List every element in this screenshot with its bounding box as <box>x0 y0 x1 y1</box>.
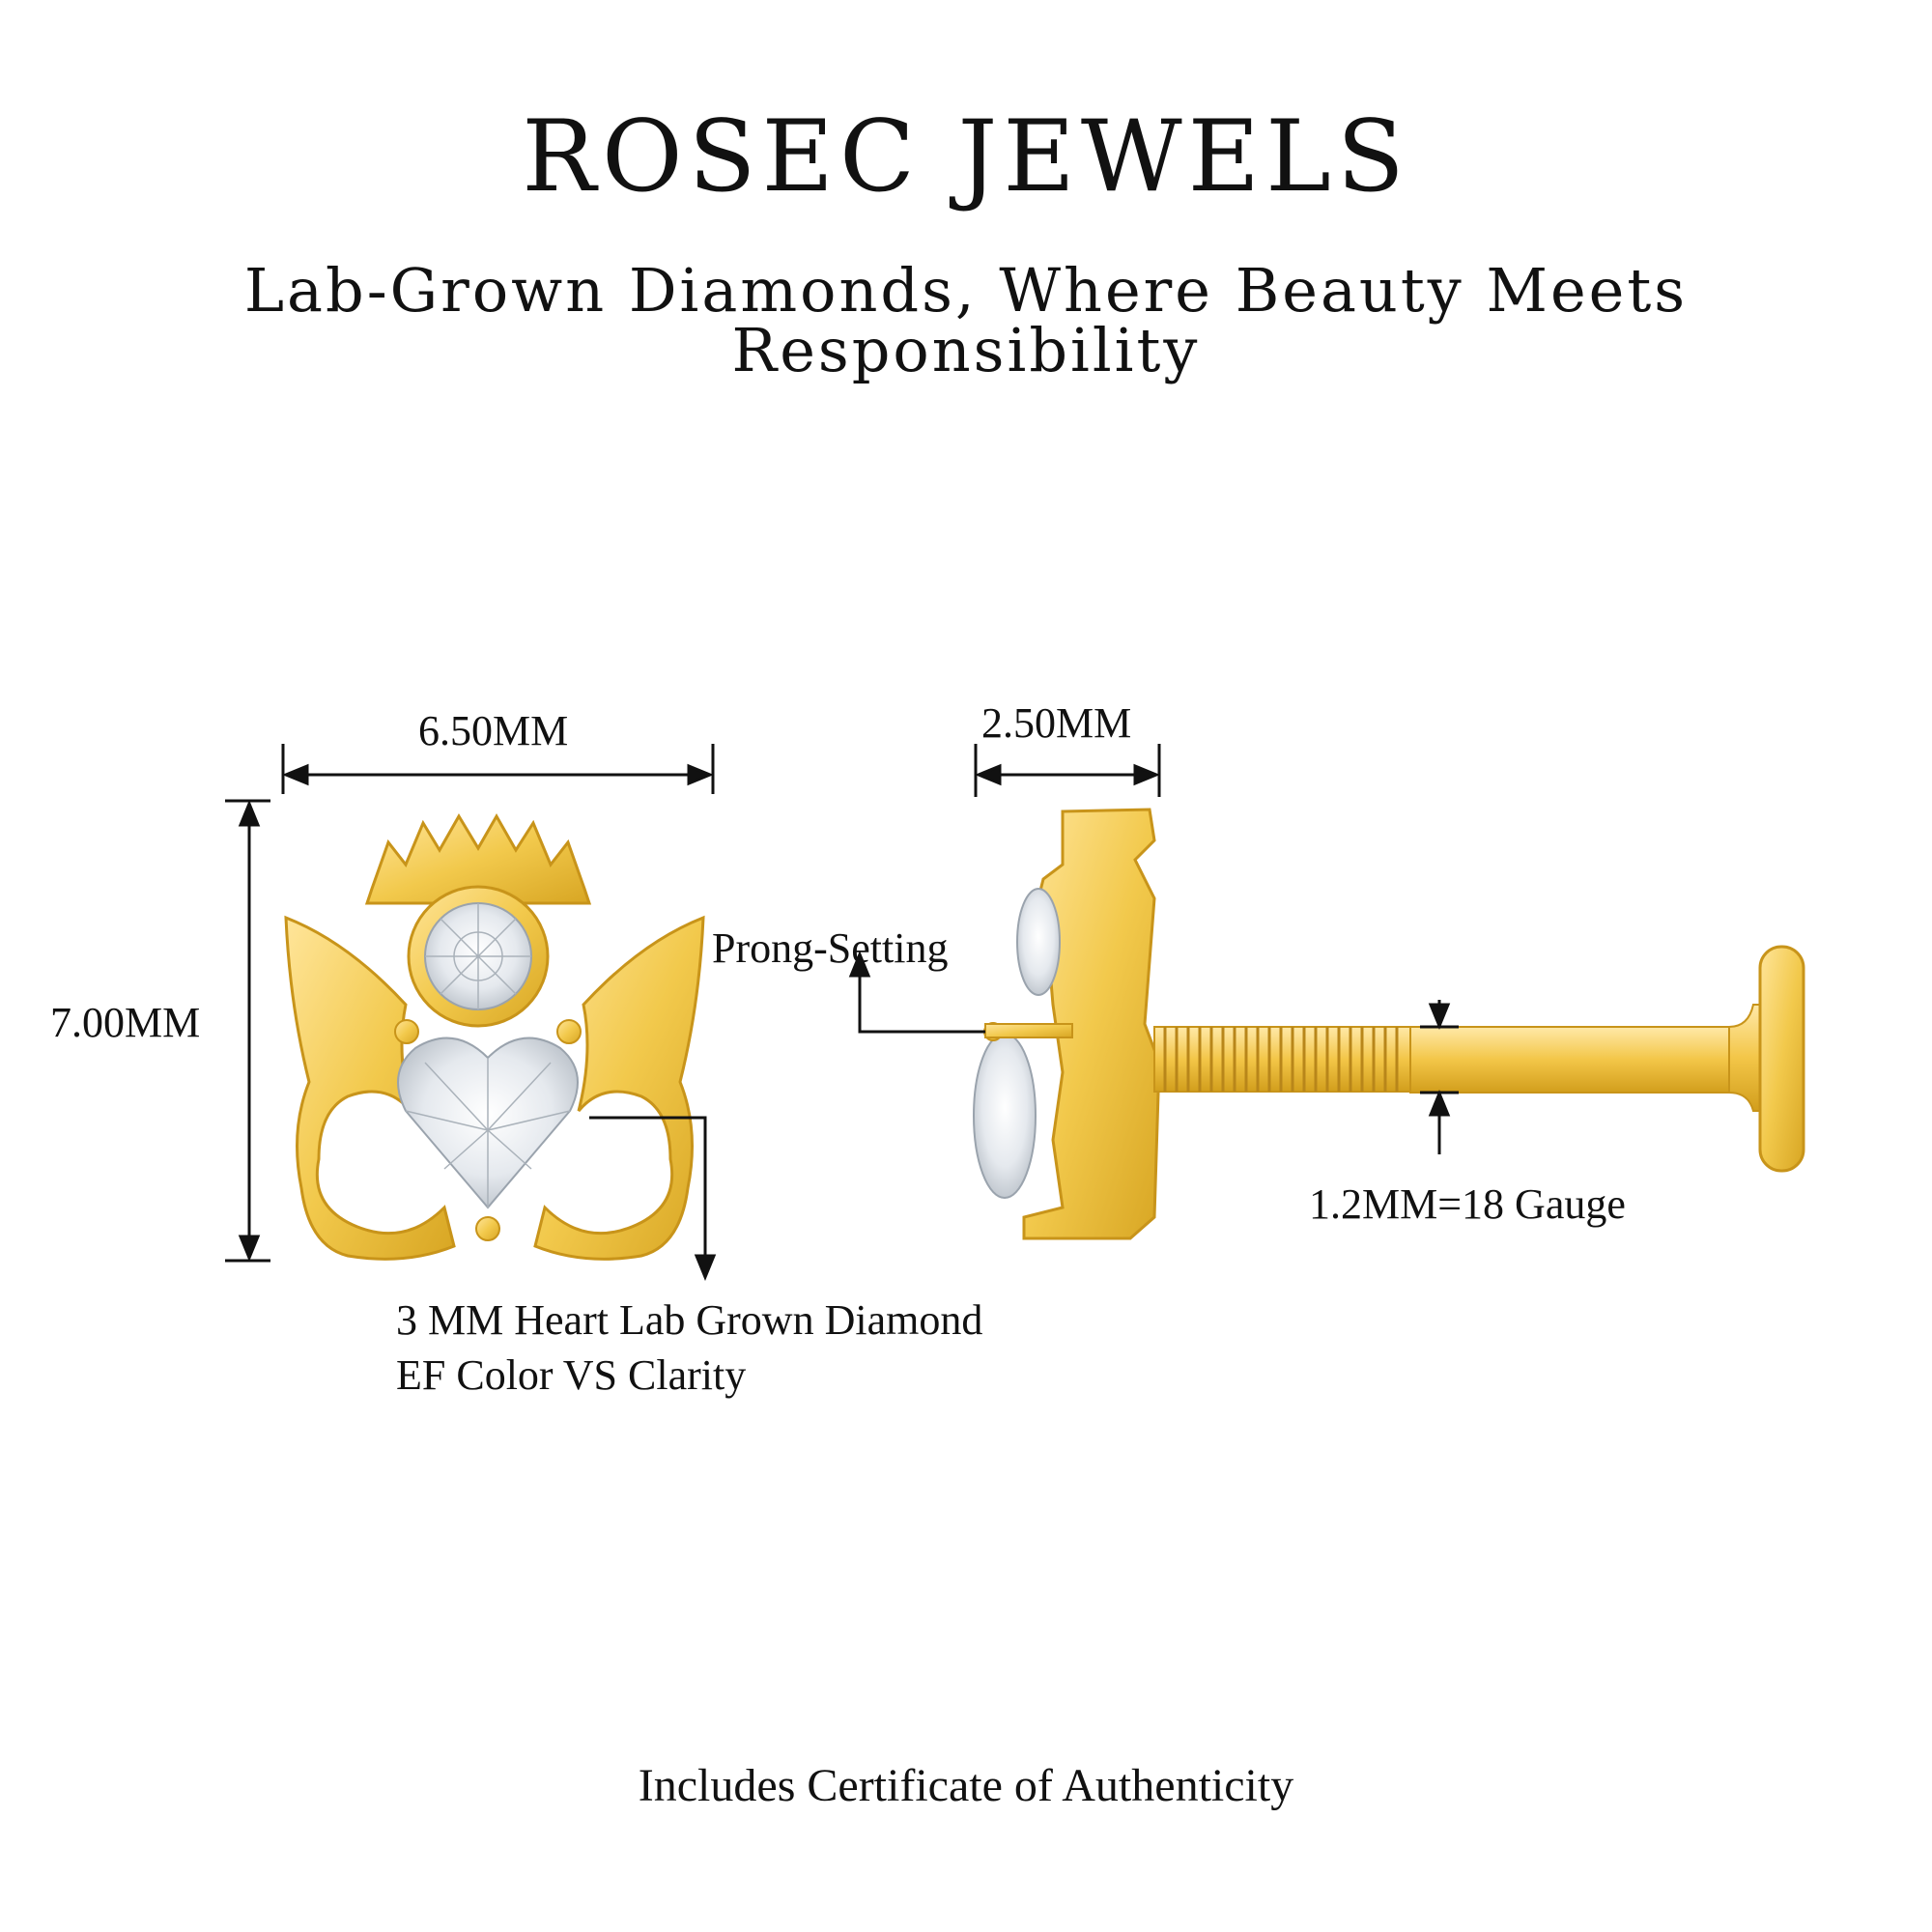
certificate-note: Includes Certificate of Authenticity <box>638 1760 1294 1811</box>
screw-threads <box>1163 1027 1399 1092</box>
depth-dimension <box>974 744 1161 797</box>
prong-setting-label: Prong-Setting <box>712 924 949 972</box>
stone-callout <box>589 1116 717 1281</box>
stone-label-line2: EF Color VS Clarity <box>396 1351 747 1399</box>
side-diamond-heart <box>973 1033 1037 1199</box>
brand-title: ROSEC JEWELS <box>522 99 1410 214</box>
post-bar <box>1409 1026 1730 1094</box>
crown <box>364 812 592 905</box>
side-diamond-top <box>1016 888 1061 996</box>
stone-label-line1: 3 MM Heart Lab Grown Diamond <box>396 1296 983 1344</box>
height-dimension <box>225 799 270 1263</box>
gauge-dimension <box>1420 1000 1459 1154</box>
left-wing <box>284 915 456 1261</box>
right-wing <box>533 915 705 1261</box>
gauge-label: 1.2MM=18 Gauge <box>1309 1180 1626 1228</box>
width-label: 6.50MM <box>418 707 569 754</box>
brand-tagline: Lab-Grown Diamonds, Where Beauty Meets R… <box>243 255 1689 385</box>
height-label: 7.00MM <box>50 999 201 1046</box>
width-dimension <box>281 744 715 794</box>
earring-side-view <box>973 808 1805 1240</box>
earring-front-view <box>284 812 705 1261</box>
flat-back-disc <box>1758 945 1805 1173</box>
depth-label: 2.50MM <box>981 699 1132 747</box>
prong-callout <box>848 951 985 1034</box>
